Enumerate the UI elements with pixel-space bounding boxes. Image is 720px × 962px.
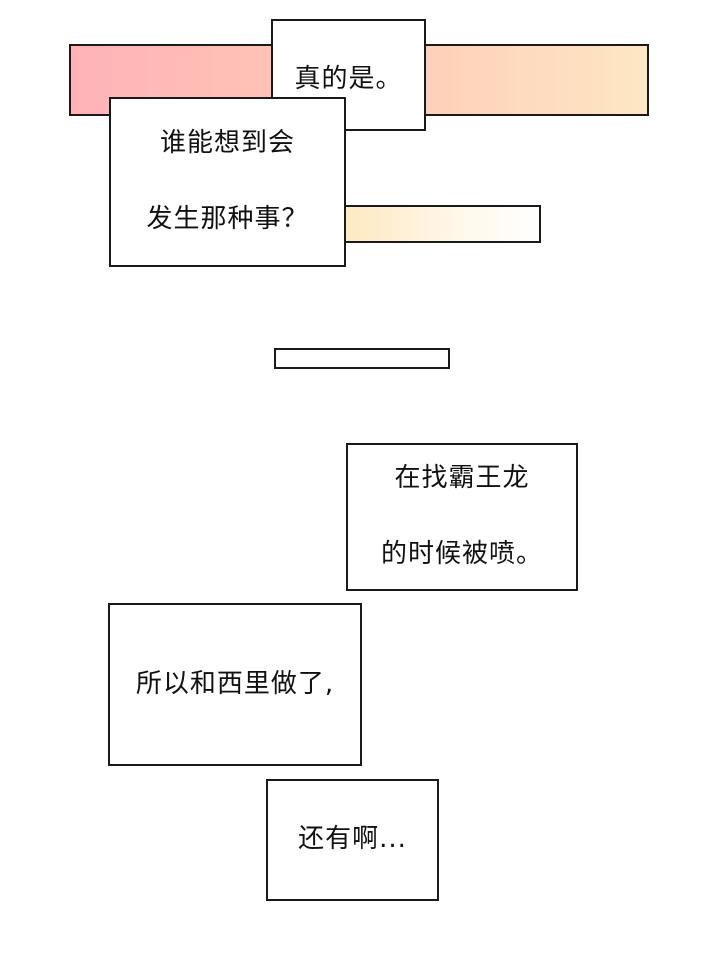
speech-bubble-and-also: 还有啊... (266, 779, 439, 901)
speech-bubble-so-did-with-xili: 所以和西里做了, (108, 603, 362, 766)
small-gradient-panel-strip (332, 205, 541, 243)
speech-bubble-looking-for-trex: 在找霸王龙 的时候被喷。 (346, 443, 578, 591)
speech-bubble-who-could-imagine: 谁能想到会 发生那种事？ (109, 97, 346, 267)
bubble-text-looking-line2: 的时候被喷。 (380, 538, 543, 569)
thin-white-panel-strip (274, 348, 450, 369)
bubble-text-and-also: 还有啊... (298, 824, 407, 855)
bubble-text-who-could-line2: 发生那种事？ (146, 203, 309, 234)
bubble-text-group-looking-for-trex: 在找霸王龙 的时候被喷。 (381, 423, 543, 611)
bubble-text-who-could-line1: 谁能想到会 (159, 128, 295, 159)
bubble-text-looking-line1: 在找霸王龙 (394, 463, 530, 494)
bubble-text-really: 真的是。 (294, 64, 403, 94)
bubble-text-so-did: 所以和西里做了, (135, 668, 335, 699)
bubble-text-group-who-could-imagine: 谁能想到会 发生那种事？ (146, 88, 308, 276)
